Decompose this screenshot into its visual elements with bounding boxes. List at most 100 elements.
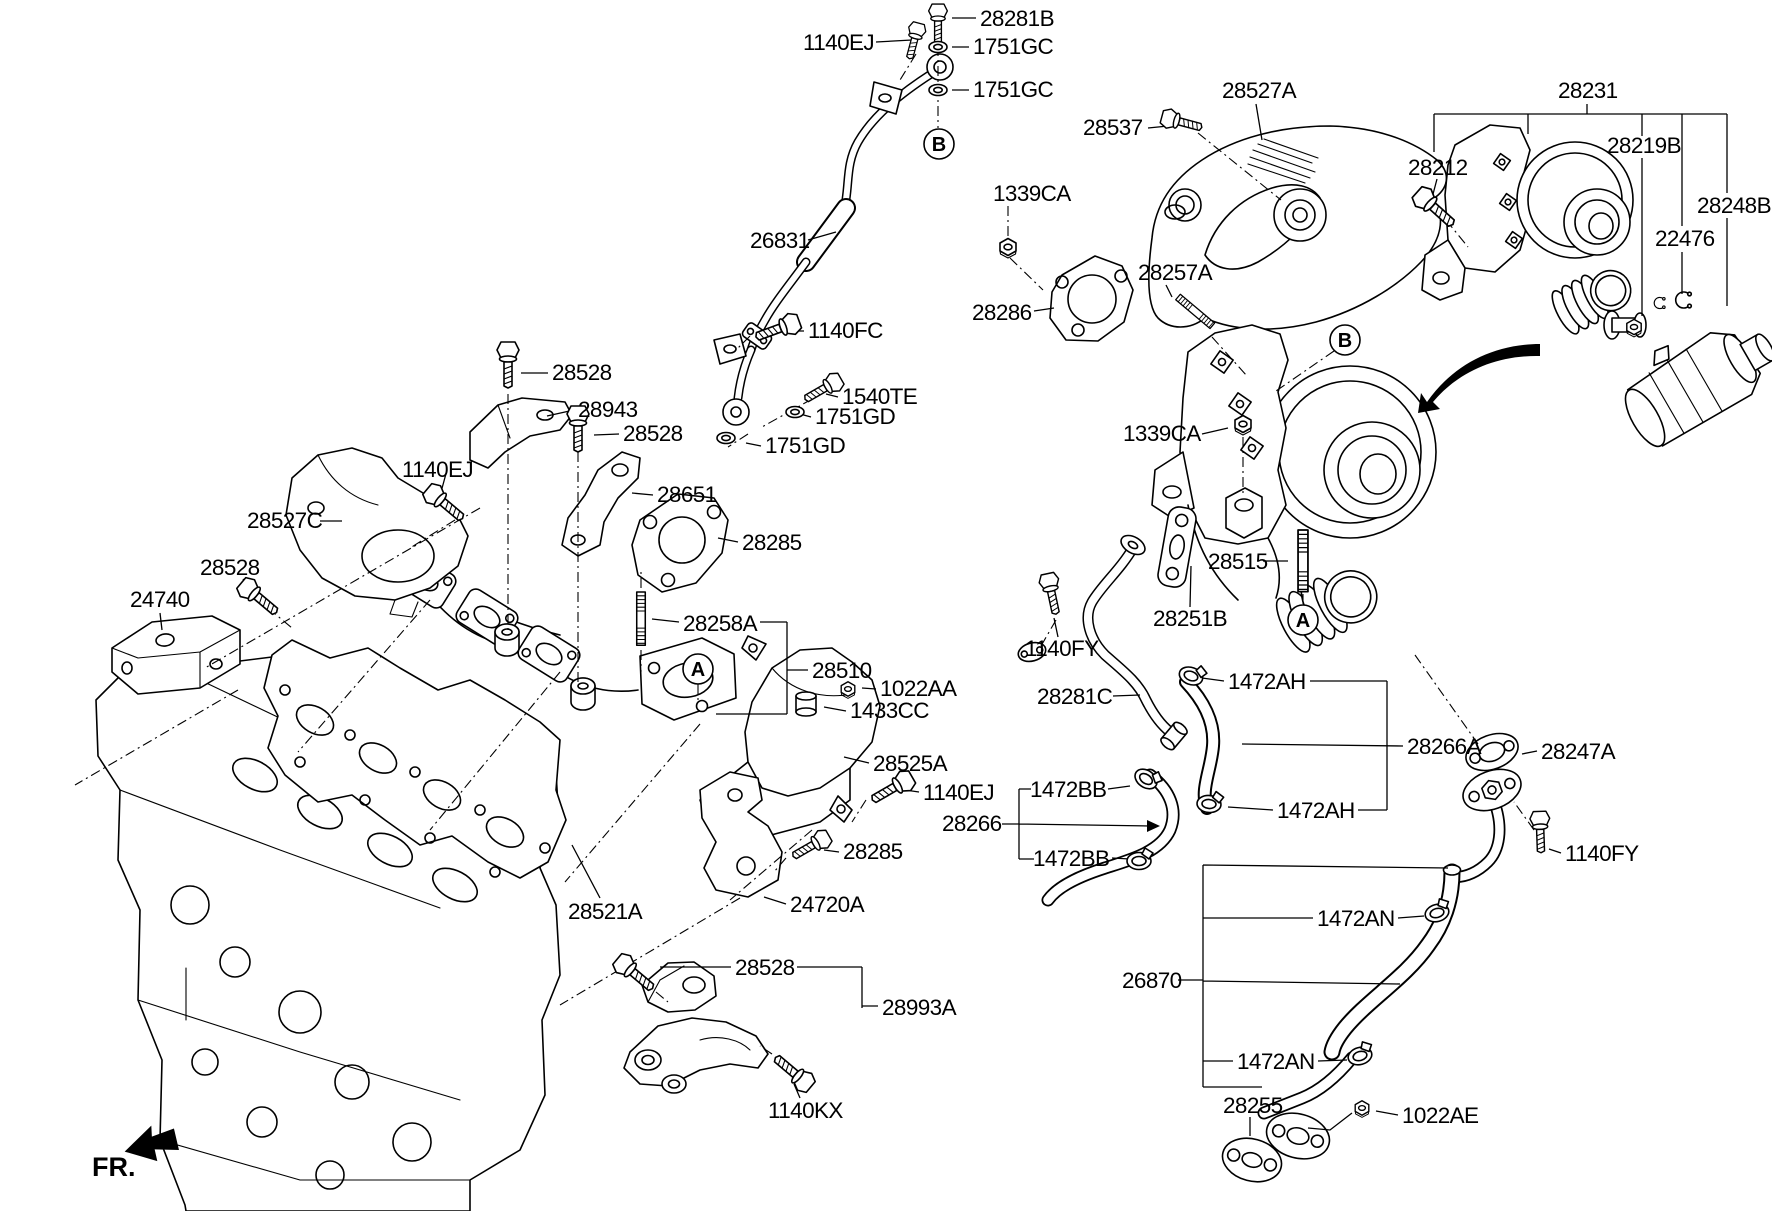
part-label-28258A[interactable]: 28258A xyxy=(683,611,758,636)
actuator-rod-end xyxy=(1603,310,1647,340)
nut-1022AE xyxy=(1354,1100,1370,1119)
gasket-28255 xyxy=(1221,1137,1283,1183)
part-label-28993A[interactable]: 28993A xyxy=(882,995,957,1020)
part-label-1140FY-2[interactable]: 1140FY xyxy=(1565,841,1640,866)
heat-protector-28527C xyxy=(285,447,469,618)
install-direction-swoosh xyxy=(1418,344,1540,413)
part-label-28521A[interactable]: 28521A xyxy=(568,899,643,924)
leader-arrowhead xyxy=(1147,820,1160,832)
nut-1339CA-mid xyxy=(1234,414,1252,436)
part-label-1140EJ-2[interactable]: 1140EJ xyxy=(402,457,474,482)
part-label-28528-3[interactable]: 28528 xyxy=(623,421,683,446)
leader-lines xyxy=(159,17,1562,1136)
part-label-1540TE[interactable]: 1540TE xyxy=(842,384,918,409)
part-label-28231[interactable]: 28231 xyxy=(1558,78,1618,103)
svg-text:B: B xyxy=(1338,330,1352,352)
part-label-28255[interactable]: 28255 xyxy=(1223,1093,1283,1118)
part-label-1140KX[interactable]: 1140KX xyxy=(768,1098,844,1123)
bracket-lines xyxy=(660,104,1728,1088)
part-label-28251B[interactable]: 28251B xyxy=(1153,606,1228,631)
callout-A-1: A xyxy=(682,653,714,685)
part-label-28285-1[interactable]: 28285 xyxy=(742,530,802,555)
part-label-28528-4[interactable]: 28528 xyxy=(735,955,795,980)
part-label-1472AH-1[interactable]: 1472AH xyxy=(1228,669,1306,694)
part-label-1472AN-1[interactable]: 1472AN xyxy=(1317,906,1395,931)
wastegate-actuator-28248B xyxy=(1624,332,1772,448)
part-label-1472AN-2[interactable]: 1472AN xyxy=(1237,1049,1315,1074)
part-label-28257A[interactable]: 28257A xyxy=(1138,260,1213,285)
part-label-28212[interactable]: 28212 xyxy=(1408,155,1468,180)
washer-1751GC-1 xyxy=(928,40,948,54)
part-label-1751GD-2[interactable]: 1751GD xyxy=(765,433,846,458)
part-label-28266A[interactable]: 28266A xyxy=(1407,734,1482,759)
gasket-28266A xyxy=(1465,732,1519,772)
washer-1751GD-1 xyxy=(785,405,805,419)
oil-drain-elbow-28255 xyxy=(1257,1051,1359,1160)
part-label-26831[interactable]: 26831 xyxy=(750,228,810,253)
bushing-1433CC xyxy=(795,691,817,717)
part-label-1751GC-2[interactable]: 1751GC xyxy=(973,77,1054,102)
stud-28258A xyxy=(635,591,647,646)
nut-28219B xyxy=(1626,318,1642,338)
part-label-28528-1[interactable]: 28528 xyxy=(200,555,260,580)
part-label-1751GC-1[interactable]: 1751GC xyxy=(973,34,1054,59)
part-label-28510[interactable]: 28510 xyxy=(812,658,872,683)
part-label-28651[interactable]: 28651 xyxy=(657,482,717,507)
part-label-28527C[interactable]: 28527C xyxy=(247,508,323,533)
part-label-1140EJ-3[interactable]: 1140EJ xyxy=(923,780,995,805)
part-label-28219B[interactable]: 28219B xyxy=(1607,133,1682,158)
front-direction-arrow-icon xyxy=(124,1125,179,1162)
part-label-1140FY-1[interactable]: 1140FY xyxy=(1025,636,1100,661)
part-label-28281C[interactable]: 28281C xyxy=(1037,684,1113,709)
part-label-28537[interactable]: 28537 xyxy=(1083,115,1143,140)
part-label-28247A[interactable]: 28247A xyxy=(1541,739,1616,764)
part-label-1140FC[interactable]: 1140FC xyxy=(808,318,884,343)
part-label-1339CA-1[interactable]: 1339CA xyxy=(993,181,1072,206)
stud-28515 xyxy=(1297,529,1309,593)
part-label-28281B[interactable]: 28281B xyxy=(980,6,1055,31)
part-label-28528-2[interactable]: 28528 xyxy=(552,360,612,385)
part-label-1433CC[interactable]: 1433CC xyxy=(850,698,930,723)
hose-28266A xyxy=(1179,675,1221,815)
gasket-28285 xyxy=(631,493,729,593)
part-label-28525A[interactable]: 28525A xyxy=(873,751,948,776)
part-label-24740[interactable]: 24740 xyxy=(130,587,190,612)
part-label-22476[interactable]: 22476 xyxy=(1655,226,1715,251)
gasket-28251B xyxy=(1157,506,1197,588)
bracket-24720A xyxy=(699,771,783,898)
svg-text:B: B xyxy=(932,134,946,156)
front-direction-indicator: FR. xyxy=(92,1125,179,1182)
manifold-stud-boss xyxy=(494,623,596,711)
svg-text:A: A xyxy=(691,659,705,681)
exhaust-manifold xyxy=(393,551,737,721)
part-label-1022AA[interactable]: 1022AA xyxy=(880,676,958,701)
part-label-1751GD-1[interactable]: 1751GD xyxy=(815,404,896,429)
part-label-28527A[interactable]: 28527A xyxy=(1222,78,1297,103)
part-label-28248B[interactable]: 28248B xyxy=(1697,193,1772,218)
part-label-28285-2[interactable]: 28285 xyxy=(843,839,903,864)
bracket-28943 xyxy=(469,397,573,469)
part-label-24720A[interactable]: 24720A xyxy=(790,892,865,917)
turbocharger-assembly-28231 xyxy=(1421,124,1634,335)
part-label-28266[interactable]: 28266 xyxy=(942,811,1002,836)
part-label-28286[interactable]: 28286 xyxy=(972,300,1032,325)
part-label-1339CA-2[interactable]: 1339CA xyxy=(1123,421,1202,446)
part-label-1472BB-2[interactable]: 1472BB xyxy=(1033,846,1110,871)
part-label-28515[interactable]: 28515 xyxy=(1208,549,1268,574)
part-label-1022AE[interactable]: 1022AE xyxy=(1402,1103,1480,1128)
front-direction-label: FR. xyxy=(92,1152,136,1182)
part-label-1140EJ-1[interactable]: 1140EJ xyxy=(803,30,875,55)
hardware xyxy=(233,3,1693,1119)
part-label-26870[interactable]: 26870 xyxy=(1122,968,1182,993)
part-label-1472BB-1[interactable]: 1472BB xyxy=(1030,777,1107,802)
water-pipe-28281C xyxy=(1017,534,1188,751)
svg-text:A: A xyxy=(1296,610,1310,632)
part-label-28943[interactable]: 28943 xyxy=(578,397,638,422)
part-label-1472AH-2[interactable]: 1472AH xyxy=(1277,798,1355,823)
callout-A-2: A xyxy=(1287,604,1319,636)
turbocharger-main xyxy=(1151,324,1437,653)
bracket-28993A xyxy=(623,961,769,1094)
washer-1751GD-2 xyxy=(716,431,736,445)
